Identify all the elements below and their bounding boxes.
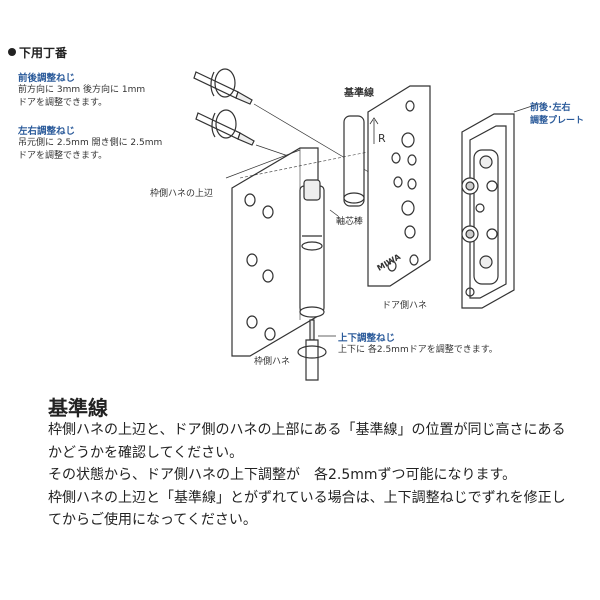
plate-label-line-2: 調整プレート: [530, 116, 585, 126]
left-right-note: 左右調整ねじ 吊元側に 2.5mm 開き側に 2.5mm ドアを調整できます。: [18, 123, 162, 163]
r-mark: R: [378, 132, 386, 145]
left-right-line-1: 吊元側に 2.5mm 開き側に 2.5mm: [18, 138, 163, 148]
frame-leaf-label: 枠側ハネ: [254, 357, 291, 367]
up-down-line: 上下に 各2.5mmドアを調整できます。: [338, 345, 498, 355]
section-heading: 下用丁番: [8, 44, 67, 61]
plate-label: 前後･左右 調整プレート: [530, 100, 584, 126]
frame-top-edge-label: 枠側ハネの上辺: [150, 189, 214, 199]
left-right-line-2: ドアを調整できます。: [18, 151, 108, 161]
left-right-title: 左右調整ねじ: [18, 126, 76, 137]
door-leaf-label: ドア側ハネ: [382, 301, 428, 311]
front-back-line-2: ドアを調整できます。: [18, 98, 108, 108]
body-paragraph-3: 枠側ハネの上辺と「基準線」とがずれている場合は、上下調整ねじでずれを修正してから…: [48, 489, 566, 529]
adjustment-plate: [461, 113, 515, 309]
pin-label: 軸芯棒: [336, 217, 364, 227]
screwdriver-icon: [195, 109, 255, 146]
hinge-pin: [299, 179, 325, 318]
front-back-line-1: 前方向に 3mm 後方向に 1mm: [18, 85, 146, 95]
body-paragraph-1: 枠側ハネの上辺と、ドア側のハネの上部にある「基準線」の位置が同じ高さにあるかどう…: [48, 422, 566, 461]
reference-line-label: 基準線: [344, 88, 374, 99]
up-down-title: 上下調整ねじ: [338, 333, 396, 344]
front-back-title: 前後調整ねじ: [18, 73, 76, 84]
plate-label-line-1: 前後･左右: [530, 103, 571, 113]
up-down-note: 上下調整ねじ 上下に 各2.5mmドアを調整できます。: [338, 330, 498, 357]
body-paragraph-2: その状態から、ドア側ハネの上下調整が 各2.5mmずつ可能になります。: [48, 467, 517, 483]
screwdriver-icon: [297, 319, 327, 381]
front-back-note: 前後調整ねじ 前方向に 3mm 後方向に 1mm ドアを調整できます。: [18, 70, 145, 110]
main-body: 枠側ハネの上辺と、ドア側のハネの上部にある「基準線」の位置が同じ高さにあるかどう…: [48, 419, 568, 532]
screwdriver-icon: [193, 68, 253, 105]
bullet-icon: [8, 48, 16, 56]
door-leaf: [343, 85, 431, 287]
main-title: 基準線: [48, 396, 108, 420]
